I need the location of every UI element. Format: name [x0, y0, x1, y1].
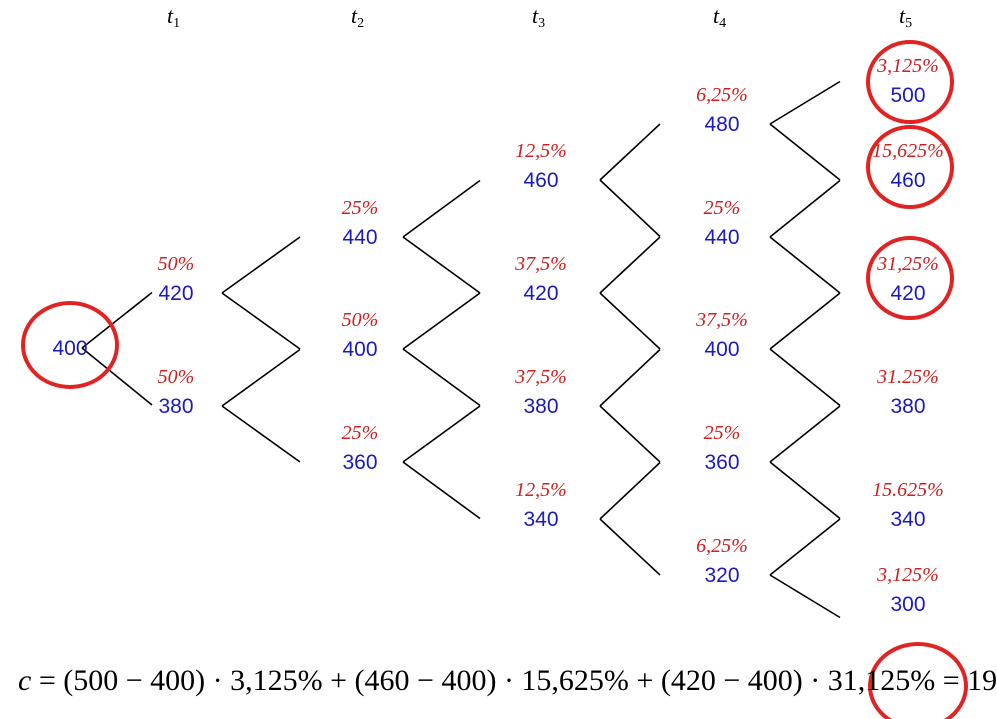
- node-probability: 37,5%: [696, 309, 748, 331]
- payoff-formula: c = (500 − 400) · 3,125% + (460 − 400) ·…: [18, 666, 997, 696]
- edge-down: [769, 348, 841, 407]
- edge-up: [769, 179, 841, 238]
- edge-down: [402, 348, 481, 407]
- time-label-3: t3: [532, 5, 545, 31]
- time-label-base: t: [899, 3, 906, 28]
- node-probability: 3,125%: [877, 55, 939, 77]
- time-label-base: t: [532, 3, 539, 28]
- time-label-subscript: 4: [719, 16, 727, 31]
- edge-down: [221, 405, 301, 463]
- edge-down: [221, 292, 301, 350]
- time-label-1: t1: [167, 5, 180, 31]
- node-value: 380: [890, 395, 926, 418]
- edge-up: [599, 461, 661, 520]
- circle-result: [868, 642, 968, 719]
- node-probability: 12,5%: [515, 140, 567, 162]
- node-probability: 25%: [341, 422, 379, 444]
- node-value: 300: [890, 593, 926, 616]
- edge-up: [402, 179, 481, 238]
- edge-down: [599, 179, 661, 238]
- node-probability: 12,5%: [515, 479, 567, 501]
- edge-up: [599, 348, 661, 407]
- node-probability: 25%: [703, 197, 741, 219]
- node-value: 340: [890, 508, 926, 531]
- edge-up: [769, 292, 841, 350]
- node-probability: 50%: [157, 253, 195, 275]
- time-label-base: t: [713, 3, 720, 28]
- circle-420: [866, 236, 954, 320]
- node-probability: 6,25%: [696, 84, 748, 106]
- edge-down: [402, 461, 481, 520]
- highlight-circles: [21, 40, 968, 719]
- node-probability: 25%: [703, 422, 741, 444]
- node-value: 380: [158, 395, 194, 418]
- time-label-5: t5: [899, 5, 912, 31]
- time-label-subscript: 2: [357, 16, 365, 31]
- node-probability: 3,125%: [877, 564, 939, 586]
- node-probability: 31,25%: [877, 253, 939, 275]
- tree-edges: [81, 80, 841, 619]
- edge-down: [402, 236, 481, 294]
- node-value: 360: [342, 451, 378, 474]
- node-value: 420: [158, 282, 194, 305]
- formula-expression: = (500 − 400) · 3,125% + (460 − 400) · 1…: [31, 664, 997, 697]
- edge-down: [769, 461, 841, 520]
- edge-down: [769, 236, 841, 294]
- time-label-subscript: 1: [173, 16, 181, 31]
- node-value: 460: [890, 169, 926, 192]
- node-value: 460: [523, 169, 559, 192]
- node-value: 400: [52, 337, 88, 360]
- node-probability: 15.625%: [872, 479, 944, 501]
- edge-up: [81, 291, 153, 349]
- edge-down: [599, 292, 661, 350]
- edge-down: [81, 347, 153, 406]
- edge-up: [221, 348, 301, 407]
- node-value: 440: [342, 226, 378, 249]
- edge-down: [769, 574, 841, 619]
- circle-500: [866, 40, 954, 124]
- time-label-subscript: 5: [905, 16, 913, 31]
- edge-up: [599, 123, 661, 181]
- node-probability: 15,625%: [872, 140, 944, 162]
- edge-up: [769, 80, 841, 125]
- edge-up: [769, 518, 841, 576]
- time-label-base: t: [351, 3, 358, 28]
- edge-up: [402, 292, 481, 350]
- node-value: 320: [704, 564, 740, 587]
- edge-up: [599, 236, 661, 294]
- node-value: 480: [704, 113, 740, 136]
- node-value: 400: [704, 338, 740, 361]
- node-probability: 50%: [157, 366, 195, 388]
- node-value: 500: [890, 84, 926, 107]
- time-label-base: t: [167, 3, 174, 28]
- time-label-2: t2: [351, 5, 364, 31]
- circle-460: [866, 125, 954, 209]
- edge-up: [769, 405, 841, 463]
- node-probability: 25%: [341, 197, 379, 219]
- edge-up: [221, 236, 301, 294]
- edge-down: [599, 405, 661, 463]
- node-value: 420: [523, 282, 559, 305]
- node-probability: 37,5%: [515, 253, 567, 275]
- node-value: 360: [704, 451, 740, 474]
- node-value: 340: [523, 508, 559, 531]
- edge-up: [402, 405, 481, 463]
- node-probability: 6,25%: [696, 535, 748, 557]
- edge-down: [769, 123, 841, 181]
- time-label-subscript: 3: [538, 16, 546, 31]
- formula-variable: c: [18, 664, 32, 697]
- node-value: 440: [704, 226, 740, 249]
- circle-root: [21, 301, 119, 389]
- node-value: 400: [342, 338, 378, 361]
- node-probability: 37,5%: [515, 366, 567, 388]
- edge-down: [599, 518, 661, 576]
- node-value: 420: [890, 282, 926, 305]
- time-label-4: t4: [713, 5, 726, 31]
- node-probability: 31.25%: [877, 366, 939, 388]
- node-value: 380: [523, 395, 559, 418]
- node-probability: 50%: [341, 309, 379, 331]
